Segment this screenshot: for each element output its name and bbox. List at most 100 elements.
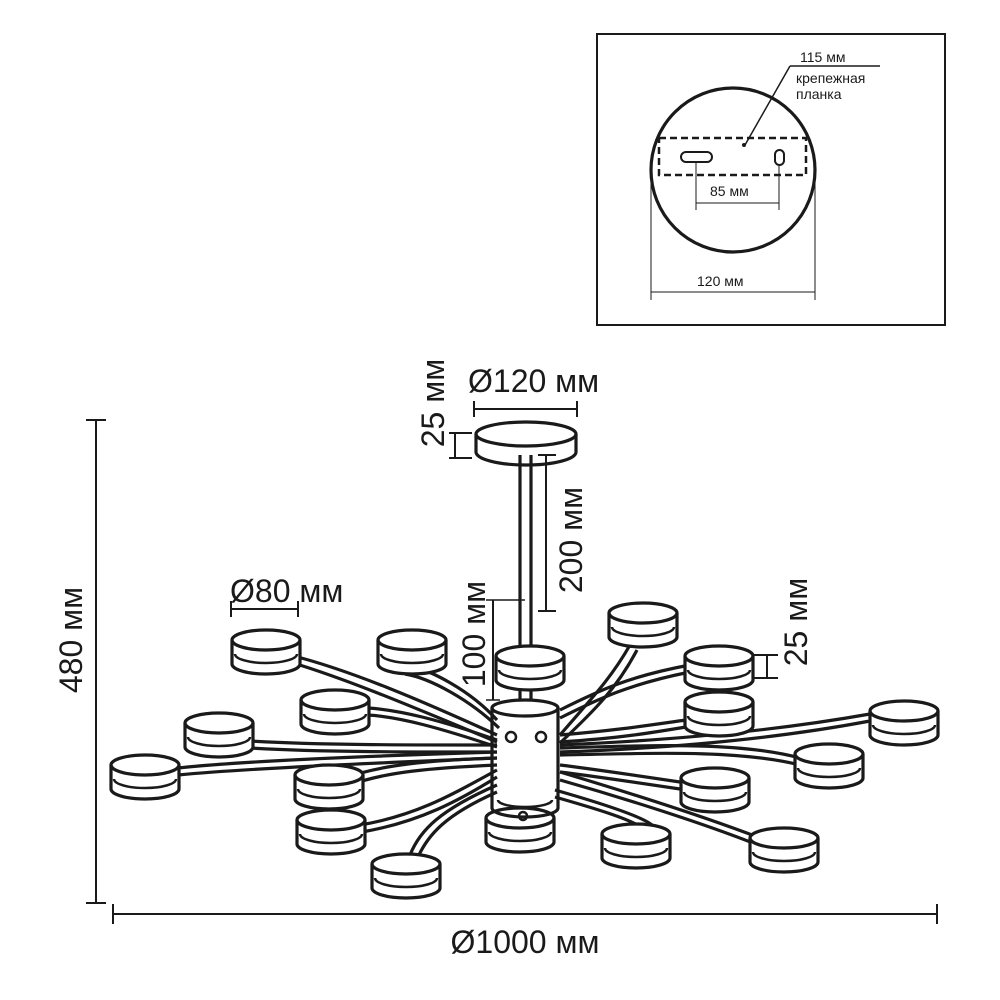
lamp-top-rim <box>793 753 865 766</box>
lamp-body <box>600 822 672 870</box>
body-cylinder <box>490 698 560 819</box>
label-plate-line1: крепежная <box>796 70 865 86</box>
lamp <box>376 628 448 676</box>
mounting-slot-right <box>774 149 785 166</box>
label-total-diameter: Ø1000 мм <box>451 924 600 960</box>
label-canopy-diameter: Ø120 мм <box>468 363 599 399</box>
lamp <box>868 699 940 747</box>
lamp <box>600 822 672 870</box>
lamp-diffuser-band <box>682 791 748 803</box>
label-85: 85 мм <box>710 183 749 199</box>
lamp-diffuser-band <box>112 778 178 790</box>
lamp-diffuser-band <box>751 851 817 863</box>
lamp <box>295 808 367 856</box>
lamp-body <box>109 753 181 801</box>
lamp <box>299 688 371 736</box>
lamp-diffuser-band <box>302 713 368 725</box>
arm <box>559 718 687 744</box>
lamp-diffuser-band <box>497 669 563 681</box>
lamp-diffuser-band <box>487 831 553 843</box>
lamp-body <box>607 601 679 649</box>
lamp-body <box>299 688 371 736</box>
lamp-top-rim <box>370 863 442 876</box>
mounting-plate-outline <box>657 136 808 177</box>
lamp-diffuser-band <box>298 833 364 845</box>
lamp-top-rim <box>607 612 679 625</box>
lamp <box>679 766 751 814</box>
lamps <box>109 601 940 900</box>
lamp-diffuser-band <box>686 715 752 727</box>
lamp <box>793 742 865 790</box>
lamp <box>370 852 442 900</box>
lamp-top-rim <box>376 639 448 652</box>
dimension-lines: 480 мм Ø1000 мм Ø120 мм 25 мм 200 мм Ø80… <box>53 359 938 960</box>
lamp-top-rim <box>299 699 371 712</box>
arm <box>559 763 681 791</box>
lamp-body <box>376 628 448 676</box>
lamp-top-rim <box>484 817 556 830</box>
label-total-height: 480 мм <box>53 587 89 693</box>
label-lamp-diameter: Ø80 мм <box>230 573 343 609</box>
lamp-diffuser-band <box>233 653 299 665</box>
lamp-body <box>683 690 755 738</box>
arm <box>367 706 498 749</box>
lamp-top-rim <box>109 764 181 777</box>
arm <box>249 739 498 754</box>
lamp-body <box>484 806 556 854</box>
lamp-diffuser-band <box>186 736 252 748</box>
lamp-body <box>679 766 751 814</box>
lamp-body <box>748 826 820 874</box>
lamp-body <box>183 711 255 759</box>
lamp <box>293 763 365 811</box>
lamp-top-rim <box>748 837 820 850</box>
lamp-diffuser-band <box>871 724 937 736</box>
canopy-top-edge <box>474 433 578 448</box>
lamp-body <box>295 808 367 856</box>
central-body <box>490 698 560 822</box>
label-plate-line2: планка <box>796 86 842 102</box>
label-canopy-height: 25 мм <box>415 359 451 447</box>
label-115: 115 мм <box>800 49 845 65</box>
lamp <box>230 628 302 676</box>
arms <box>177 644 871 858</box>
arm <box>559 663 691 720</box>
lamp-body <box>370 852 442 900</box>
lamp-body <box>230 628 302 676</box>
canopy-top-view <box>649 86 817 254</box>
lamp-body <box>293 763 365 811</box>
label-rod-length: 200 мм <box>553 487 589 593</box>
lamp-top-rim <box>293 774 365 787</box>
lamp <box>484 806 556 854</box>
body-band <box>496 799 554 809</box>
lamp-diffuser-band <box>603 847 669 859</box>
inset-frame <box>596 33 946 326</box>
lamp-top-rim <box>679 777 751 790</box>
lamp-top-rim <box>683 701 755 714</box>
lamp-top-rim <box>183 722 255 735</box>
lamp-diffuser-band <box>379 653 445 665</box>
lamp-diffuser-band <box>796 767 862 779</box>
body-top-rim <box>490 707 560 718</box>
lamp-body <box>683 644 755 692</box>
lamp-diffuser-band <box>686 669 752 681</box>
lamp <box>183 711 255 759</box>
arm-socket <box>534 730 548 744</box>
lamp <box>683 644 755 692</box>
label-120: 120 мм <box>697 273 744 289</box>
lamp-top-rim <box>600 833 672 846</box>
lamp-diffuser-band <box>610 626 676 638</box>
canopy <box>474 420 578 467</box>
lamp-diffuser-band <box>296 788 362 800</box>
lamp-body <box>793 742 865 790</box>
label-lamp-height: 25 мм <box>778 578 814 666</box>
plate-leader-line <box>744 65 791 146</box>
mounting-slot-left <box>680 151 713 163</box>
arm-socket <box>504 730 518 744</box>
lamp-top-rim <box>683 655 755 668</box>
label-body-height: 100 мм <box>456 581 492 687</box>
arm <box>559 744 801 767</box>
lamp <box>109 753 181 801</box>
arm <box>359 768 498 834</box>
lamp <box>748 826 820 874</box>
